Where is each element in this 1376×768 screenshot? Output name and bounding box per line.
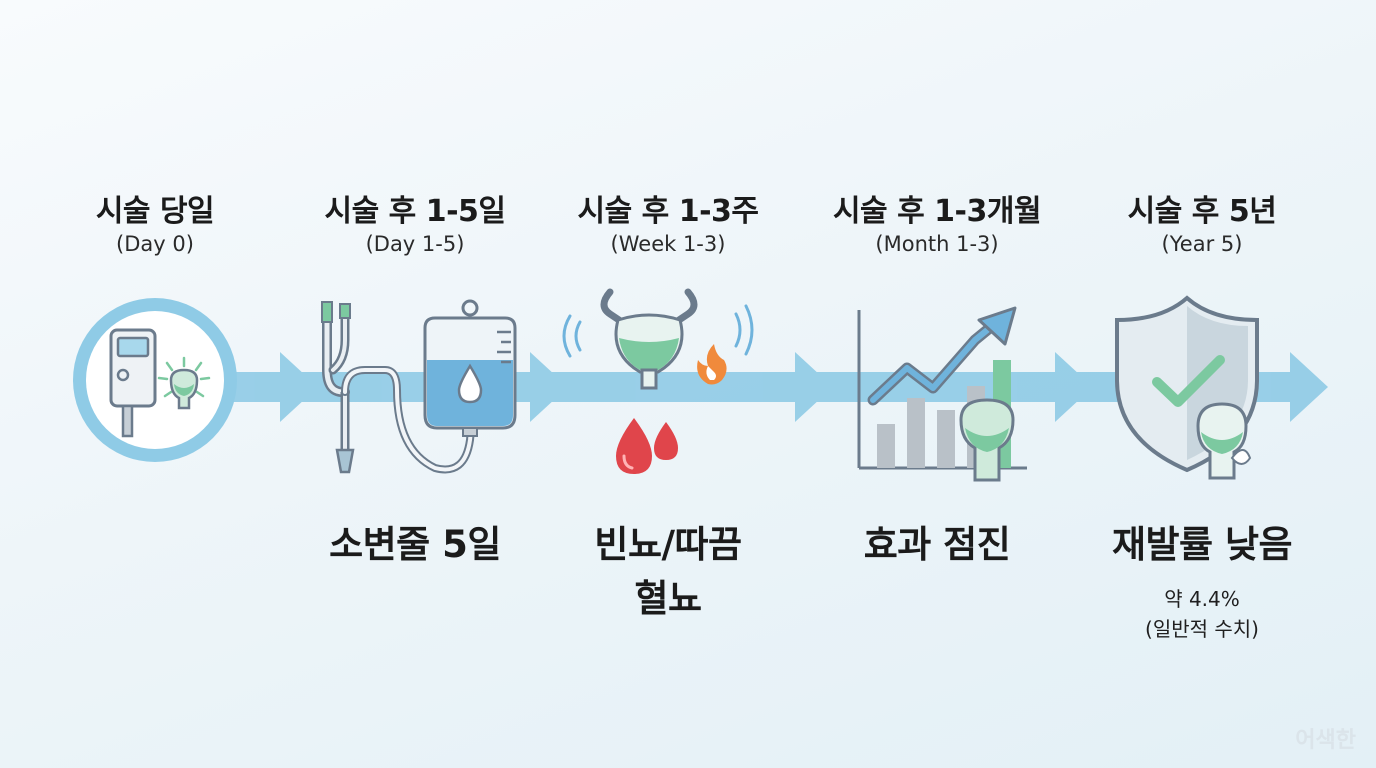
caption-line: 혈뇨: [634, 577, 702, 620]
stage-caption: 빈뇨/따끔 혈뇨: [538, 518, 798, 626]
stage-subtitle: (Year 5): [1161, 232, 1243, 256]
stage-title: 시술 후 1-5일: [324, 194, 507, 229]
stage-title: 시술 후 5년: [1127, 194, 1277, 229]
shield-check-prostate-icon: [1115, 295, 1259, 480]
stage-title: 시술 후 1-3주: [577, 194, 760, 229]
irritated-bladder-blood-icon: [562, 288, 754, 474]
stage-caption: 재발률 낮음: [1111, 523, 1293, 566]
catheter-iv-bag-icon: [321, 299, 517, 474]
stage-subtitle: (Day 0): [116, 232, 194, 256]
stage-title: 시술 당일: [95, 194, 215, 229]
stage-title: 시술 후 1-3개월: [832, 194, 1042, 229]
stage-caption: 효과 점진: [863, 523, 1011, 566]
note-line: (일반적 수치): [1145, 617, 1259, 641]
note-line: 약 4.4%: [1164, 587, 1240, 611]
watermark: 어색한: [1295, 728, 1356, 753]
clinic-device-prostate-icon: [73, 298, 237, 462]
caption-line: 빈뇨/따끔: [594, 523, 742, 566]
stage-caption: 소변줄 5일: [329, 523, 501, 566]
stage-subtitle: (Day 1-5): [365, 232, 465, 256]
stage-note: 약 4.4% (일반적 수치): [1072, 584, 1332, 644]
stage-subtitle: (Week 1-3): [610, 232, 726, 256]
improvement-chart-icon: [857, 306, 1027, 482]
stage-subtitle: (Month 1-3): [875, 232, 999, 256]
